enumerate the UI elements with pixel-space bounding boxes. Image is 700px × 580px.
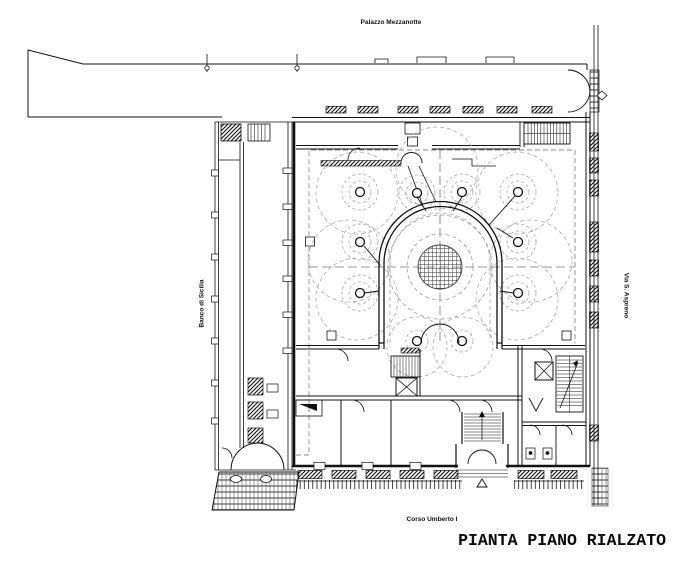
street-label-left: Banco di Sicilia <box>198 279 206 328</box>
left-wing <box>211 121 300 511</box>
street-label-right: Via S. Aspreno <box>622 272 630 319</box>
courtyard-columns <box>341 173 537 353</box>
street-label-top: Palazzo Mezzanotte <box>360 19 422 26</box>
south-block <box>295 345 586 488</box>
street-band-top <box>27 49 588 118</box>
street-label-bottom: Corso Umberto I <box>406 516 458 523</box>
south-sidewalk <box>296 470 584 490</box>
right-boundary <box>589 25 609 507</box>
building-outline <box>292 69 591 468</box>
rotunda-hall <box>378 200 503 349</box>
drawing-title: PIANTA PIANO RIALZATO <box>458 531 666 550</box>
